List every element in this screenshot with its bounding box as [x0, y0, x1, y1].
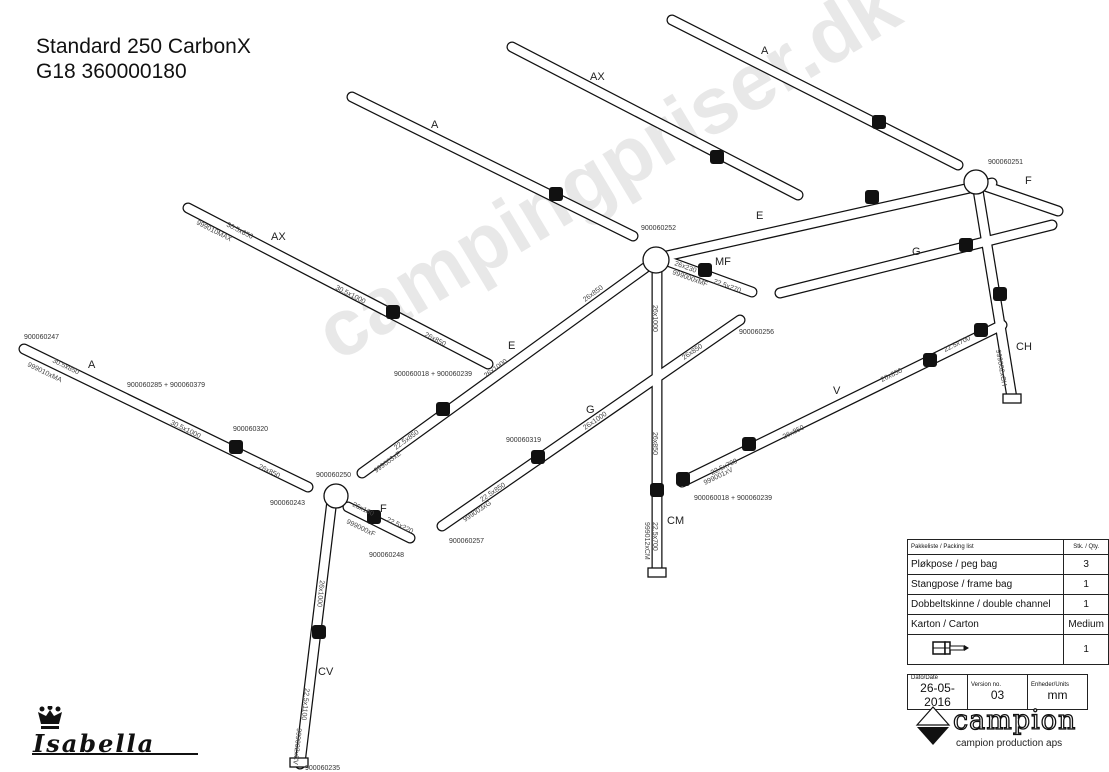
- dim-label: 26x1000: [651, 305, 658, 332]
- units-label: Enheder/Units: [1031, 682, 1070, 688]
- part-number: 900060256: [739, 329, 774, 336]
- section-f-left: F: [380, 503, 387, 515]
- campion-logo: campion campion production aps: [915, 704, 1076, 752]
- clamps: [229, 115, 1007, 639]
- part-number: 900060235: [305, 765, 340, 772]
- diagram-title: Standard 250 CarbonX G18 360000180: [36, 34, 251, 84]
- item-name: Stangpose / frame bag: [906, 574, 1065, 595]
- section-cm: CM: [667, 515, 684, 527]
- hub-left: [323, 483, 349, 509]
- section-ch: CH: [1016, 341, 1032, 353]
- section-f-right: F: [1025, 175, 1032, 187]
- version-cell: Version no.03: [967, 674, 1028, 710]
- campion-wordmark: campion: [952, 704, 1077, 736]
- date-label: Dato/Date: [911, 675, 939, 681]
- section-mf: MF: [715, 256, 731, 268]
- item-qty: 1: [1063, 574, 1109, 595]
- campion-triangle-icon: [915, 706, 951, 745]
- title-code: G18 360000180: [36, 60, 187, 83]
- section-e-upper: E: [756, 210, 763, 222]
- item-qty: 1: [1063, 634, 1109, 665]
- part-number: 900060243: [270, 500, 305, 507]
- dim-label: 22.5x700: [651, 522, 658, 551]
- section-g-lower: G: [586, 404, 595, 416]
- version-label: Version no.: [971, 682, 1002, 688]
- part-number: 900060018 + 900060239: [694, 495, 772, 502]
- part-number: 900060018 + 900060239: [394, 371, 472, 378]
- section-a-left: A: [88, 359, 96, 371]
- item-qty: 1: [1063, 594, 1109, 615]
- packing-list-header: Pakkeliste / Packing list: [906, 539, 1065, 555]
- section-v: V: [833, 385, 841, 397]
- units-value: mm: [1047, 688, 1068, 702]
- item-name: Dobbeltskinne / double channel: [906, 594, 1065, 615]
- item-qty: 3: [1063, 554, 1109, 575]
- section-a-top: A: [761, 45, 769, 57]
- part-number: 900060252: [641, 225, 676, 232]
- section-g-right: G: [912, 246, 921, 258]
- item-name: Pløkpose / peg bag: [906, 554, 1065, 575]
- pipes: [18, 14, 1064, 770]
- section-ax-left: AX: [271, 231, 286, 243]
- dim-label: 26x1000: [315, 580, 325, 608]
- section-labels: A AX A AX A E E MF F G G CH V CM F CV: [88, 45, 1032, 678]
- tool-cell: [906, 634, 1065, 665]
- part-number: 900060319: [506, 437, 541, 444]
- part-number: 900060257: [449, 538, 484, 545]
- dim-label: 999012xCM: [643, 522, 650, 560]
- section-ax-top: AX: [590, 71, 605, 83]
- section-a-mid: A: [431, 119, 439, 131]
- part-number: 900060250: [316, 472, 351, 479]
- qty-header: Stk. / Qty.: [1063, 539, 1109, 555]
- packing-list-table: Pakkeliste / Packing list Stk. / Qty. Pl…: [906, 539, 1109, 665]
- part-number: 900060247: [24, 334, 59, 341]
- section-e-lower: E: [508, 340, 515, 352]
- part-number: 900060285 + 900060379: [127, 382, 205, 389]
- section-cv: CV: [318, 666, 334, 678]
- date-value: 26-05-2016: [920, 681, 955, 709]
- connectors: [289, 169, 1022, 768]
- tension-tool-icon: [932, 641, 969, 655]
- campion-tagline: campion production aps: [956, 738, 1063, 749]
- dim-label: 999002xCV: [291, 728, 302, 765]
- foot-cm: [647, 567, 667, 578]
- part-number: 900060320: [233, 426, 268, 433]
- foot-cv: [289, 757, 309, 768]
- dim-label: 26x850: [651, 432, 658, 455]
- hub-right: [963, 169, 989, 195]
- hub-center: [642, 246, 670, 274]
- dim-label: 22.5x1100: [300, 688, 310, 721]
- part-numbers: 900060247 900060285 + 900060379 90006032…: [24, 159, 1023, 772]
- part-number: 900060251: [988, 159, 1023, 166]
- version-value: 03: [990, 688, 1005, 702]
- isabella-logo: Isabella: [30, 705, 200, 765]
- table-row: 1: [906, 634, 1109, 665]
- item-name: Karton / Carton: [906, 614, 1065, 635]
- foot-ch: [1002, 393, 1022, 404]
- part-number: 900060248: [369, 552, 404, 559]
- dimension-labels: 30.5x850 30.5x1000 26x850 999010xMA 30.5…: [26, 220, 1007, 766]
- item-qty: Medium: [1063, 614, 1109, 635]
- isabella-crown-logo: Isabella: [32, 705, 198, 758]
- title-model: Standard 250 CarbonX: [36, 35, 251, 58]
